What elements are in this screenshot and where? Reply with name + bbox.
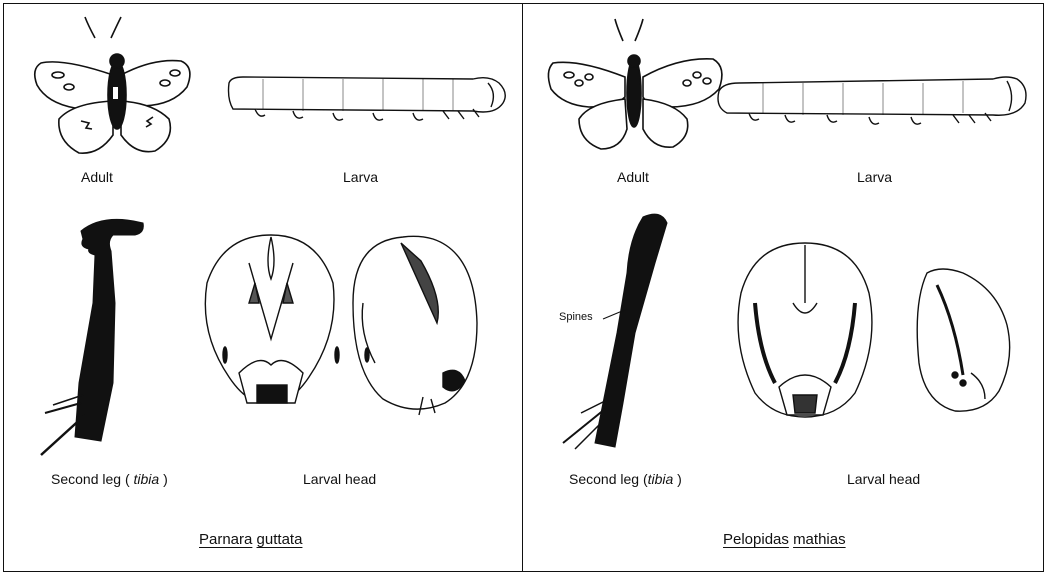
tibia-drawing — [563, 214, 667, 449]
panel-parnara-guttata: Adult Larva Second leg ( tibia ) Larval … — [3, 3, 522, 572]
adult-butterfly-drawing — [35, 17, 190, 153]
right-adult-label: Adult — [617, 169, 649, 185]
left-species-genus: Parnara — [199, 531, 252, 548]
tibia-drawing — [41, 219, 143, 455]
left-leg-label-suffix: ) — [159, 471, 168, 487]
right-leg-label-prefix: Second leg ( — [569, 471, 648, 487]
larval-head-front-drawing — [205, 235, 339, 403]
panel-pelopidas-mathias: Adult Larva Spines Second leg (tibia ) L… — [523, 3, 1044, 572]
left-species-name: Parnara guttata — [199, 531, 302, 548]
larva-drawing — [718, 77, 1026, 124]
left-larva-label: Larva — [343, 169, 378, 185]
larval-head-side-drawing — [917, 269, 1009, 411]
right-species-name: Pelopidas mathias — [723, 531, 846, 548]
right-leg-label-suffix: ) — [673, 471, 682, 487]
larval-head-side-drawing — [353, 236, 477, 415]
left-larval-head-label: Larval head — [303, 471, 376, 487]
right-larva-label: Larva — [857, 169, 892, 185]
larva-drawing — [229, 77, 506, 120]
right-second-leg-label: Second leg (tibia ) — [569, 471, 682, 487]
spines-label: Spines — [559, 311, 593, 323]
larval-head-front-drawing — [738, 243, 872, 417]
right-species-genus: Pelopidas — [723, 531, 789, 548]
left-leg-label-tibia: tibia — [134, 471, 160, 487]
adult-butterfly-drawing — [548, 19, 721, 149]
left-leg-label-prefix: Second leg ( — [51, 471, 134, 487]
right-leg-label-tibia: tibia — [648, 471, 674, 487]
left-species-epithet: guttata — [257, 531, 303, 548]
left-second-leg-label: Second leg ( tibia ) — [51, 471, 168, 487]
right-larval-head-label: Larval head — [847, 471, 920, 487]
left-adult-label: Adult — [81, 169, 113, 185]
right-species-epithet: mathias — [793, 531, 846, 548]
